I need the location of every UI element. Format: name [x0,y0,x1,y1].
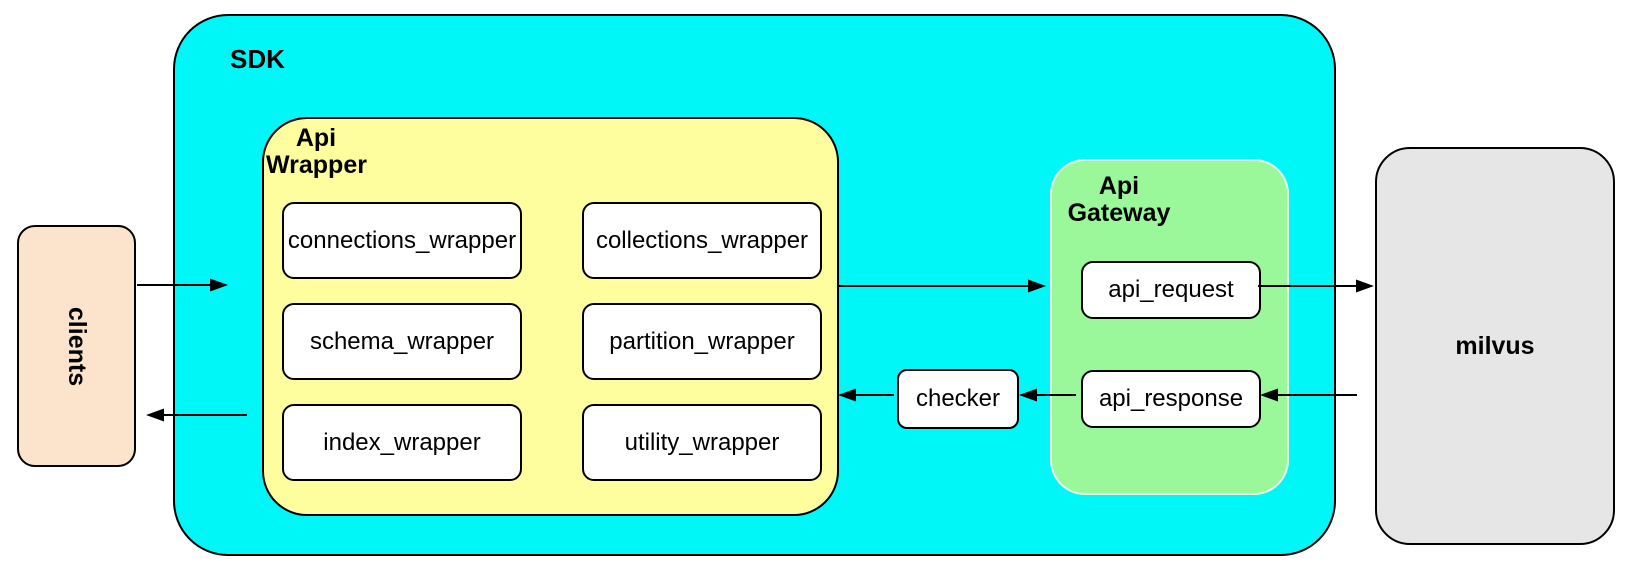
api-gateway-label-line2: Gateway [1067,199,1171,227]
node-connections-wrapper: connections_wrapper [282,202,522,279]
node-partition-wrapper: partition_wrapper [582,303,822,380]
sdk-label: SDK [230,44,285,74]
clients-label: clients [62,306,91,386]
node-milvus: milvus [1375,147,1615,545]
node-api-response: api_response [1081,370,1261,428]
collections-wrapper-label: collections_wrapper [595,226,809,254]
node-clients: clients [17,225,136,467]
node-utility-wrapper: utility_wrapper [582,404,822,481]
api-wrapper-label-line1: Api [295,124,337,152]
node-schema-wrapper: schema_wrapper [282,303,522,380]
api-gateway-label-line1: Api [1098,172,1140,200]
checker-label: checker [915,385,1001,412]
utility-wrapper-label: utility_wrapper [624,428,780,456]
api-response-label: api_response [1098,385,1244,412]
node-collections-wrapper: collections_wrapper [582,202,822,279]
container-api-gateway: Api Gateway api_request api_response [1050,159,1289,495]
connections-wrapper-label: connections_wrapper [287,226,517,254]
container-sdk: SDK Api Wrapper connections_wrapper coll… [173,14,1336,556]
node-index-wrapper: index_wrapper [282,404,522,481]
partition-wrapper-label: partition_wrapper [609,327,795,355]
api-gateway-label: Api Gateway [1059,173,1179,227]
node-api-request: api_request [1081,261,1261,319]
container-api-wrapper: Api Wrapper connections_wrapper collecti… [262,117,839,516]
api-wrapper-label-line2: Wrapper [266,151,367,179]
api-wrapper-label: Api Wrapper [266,124,367,179]
schema-wrapper-label: schema_wrapper [309,327,495,355]
node-checker: checker [897,369,1019,429]
api-request-label: api_request [1108,276,1234,303]
index-wrapper-label: index_wrapper [323,428,481,456]
milvus-label: milvus [1455,331,1535,360]
